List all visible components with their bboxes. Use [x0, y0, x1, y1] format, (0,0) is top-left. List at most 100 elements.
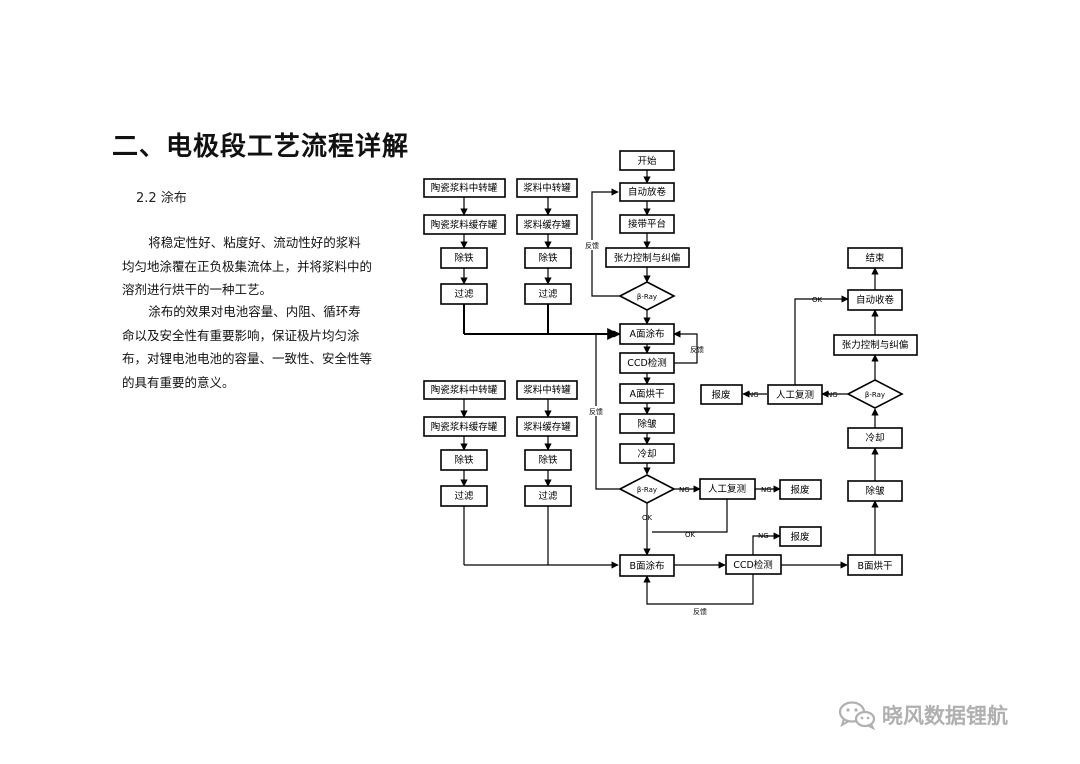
flow-label-iron-removal-1: 除铁: [454, 252, 474, 264]
description-paragraph-2: 涂布的效果对电池容量、内阻、循环寿命以及安全性有重要影响，保证极片均匀涂布，对锂…: [122, 304, 373, 390]
flow-label-end: 结束: [865, 252, 885, 264]
flow-node-start: 开始: [619, 150, 675, 171]
edge-label-ok-1: OK: [642, 514, 653, 522]
flow-label-beta-ray-2: β-Ray: [637, 486, 657, 494]
flow-label-ceramic-buffer-tank-1: 陶瓷浆料缓存罐: [431, 219, 498, 231]
section-subtitle: 2.2 涂布: [136, 191, 187, 206]
wechat-icon: [838, 701, 876, 730]
edge-label-feedback-3: 反馈: [589, 407, 603, 416]
flow-node-wrinkle-removal-2: 除皱: [847, 480, 903, 502]
flow-label-iron-removal-2: 除铁: [538, 252, 558, 264]
flow-node-filtering-3: 过滤: [440, 485, 488, 507]
flow-label-wrinkle-removal-1: 除皱: [637, 418, 657, 430]
flow-node-b-drying: B面烘干: [847, 554, 903, 576]
flow-node-wrinkle-removal-1: 除皱: [619, 413, 675, 434]
flow-label-slurry-transfer-tank-2: 浆料中转罐: [523, 384, 571, 396]
flow-node-scrap-2: 报废: [779, 526, 822, 547]
flow-node-splice-platform: 接带平台: [619, 214, 675, 234]
flow-node-a-coating: A面涂布: [619, 323, 675, 345]
flow-label-cooling-1: 冷却: [637, 448, 656, 460]
flow-node-ceramic-buffer-tank-1: 陶瓷浆料缓存罐: [423, 214, 506, 235]
flow-node-tension-control-2: 张力控制与纠偏: [833, 334, 918, 356]
flow-node-slurry-transfer-tank-2: 浆料中转罐: [516, 380, 578, 400]
flow-label-wrinkle-removal-2: 除皱: [865, 485, 885, 497]
flow-decision-beta-ray-2: β-Ray: [618, 474, 676, 504]
watermark-text: 晓风数据锂航: [882, 704, 1008, 728]
flow-node-tension-control: 张力控制与纠偏: [605, 247, 690, 268]
edge-label-ng-2: NG: [761, 486, 772, 494]
flow-label-beta-ray-3: β-Ray: [865, 391, 885, 399]
edge-label-ok-3: OK: [812, 296, 823, 304]
flow-node-iron-removal-3: 除铁: [440, 449, 488, 471]
flow-node-ccd-check-2: CCD检测: [725, 554, 782, 575]
flow-label-iron-removal-3: 除铁: [454, 454, 474, 466]
flow-node-manual-recheck-1: 人工复测: [699, 478, 756, 500]
flow-label-slurry-transfer-tank-1: 浆料中转罐: [523, 182, 571, 194]
edge-label-ng-3: NG: [758, 532, 769, 540]
flow-label-scrap-3: 报废: [711, 389, 731, 401]
flow-node-scrap-1: 报废: [779, 479, 822, 500]
flow-label-manual-recheck-1: 人工复测: [708, 483, 746, 495]
flow-decision-beta-ray-3: β-Ray: [846, 379, 904, 409]
flow-node-slurry-buffer-tank-1: 浆料缓存罐: [516, 214, 578, 235]
flow-node-auto-unwind: 自动放卷: [619, 182, 675, 202]
flow-label-filtering-1: 过滤: [454, 288, 474, 300]
flow-node-filtering-4: 过滤: [524, 485, 572, 507]
flow-label-a-drying: A面烘干: [630, 388, 665, 400]
flow-label-ceramic-transfer-tank-1: 陶瓷浆料中转罐: [431, 182, 498, 194]
flow-label-ceramic-buffer-tank-2: 陶瓷浆料缓存罐: [431, 421, 498, 433]
flow-label-filtering-4: 过滤: [538, 490, 558, 502]
edge-label-ng-4: NG: [827, 391, 838, 399]
flow-node-ceramic-transfer-tank-2: 陶瓷浆料中转罐: [423, 380, 506, 400]
flow-label-iron-removal-4: 除铁: [538, 454, 558, 466]
flow-label-scrap-2: 报废: [790, 531, 810, 543]
flow-label-slurry-buffer-tank-2: 浆料缓存罐: [523, 421, 571, 433]
flow-label-slurry-buffer-tank-1: 浆料缓存罐: [523, 219, 571, 231]
edge-label-ok-2: OK: [685, 531, 696, 539]
flow-label-cooling-2: 冷却: [865, 432, 884, 444]
flow-decision-beta-ray-1: β-Ray: [618, 281, 676, 311]
flow-node-slurry-buffer-tank-2: 浆料缓存罐: [516, 416, 578, 437]
flow-edge-labels: 反馈 反馈 反馈 反馈 NG NG NG NG NG OK OK OK: [582, 240, 838, 616]
flow-node-slurry-transfer-tank-1: 浆料中转罐: [516, 178, 578, 198]
flow-node-iron-removal-2: 除铁: [524, 247, 572, 269]
edge-label-ng-5: NG: [748, 391, 759, 399]
flow-node-auto-rewind: 自动收卷: [847, 289, 903, 311]
edge-label-feedback-1: 反馈: [585, 241, 599, 250]
flow-node-manual-recheck-2: 人工复测: [767, 384, 823, 405]
flow-label-tension-control-2: 张力控制与纠偏: [842, 339, 909, 351]
flow-node-ccd-check-1: CCD检测: [619, 352, 675, 374]
flow-label-ccd-check-2: CCD检测: [733, 559, 773, 571]
flow-node-ceramic-transfer-tank-1: 陶瓷浆料中转罐: [423, 178, 506, 198]
flow-node-end: 结束: [847, 247, 903, 269]
flow-node-a-drying: A面烘干: [619, 383, 675, 404]
flow-node-ceramic-buffer-tank-2: 陶瓷浆料缓存罐: [423, 416, 506, 437]
flow-label-ccd-check-1: CCD检测: [627, 357, 667, 369]
flow-label-b-drying: B面烘干: [857, 560, 892, 572]
watermark: 晓风数据锂航: [838, 700, 1008, 730]
flow-label-manual-recheck-2: 人工复测: [776, 389, 814, 401]
flow-label-auto-unwind: 自动放卷: [628, 186, 667, 198]
flow-label-beta-ray-1: β-Ray: [637, 293, 657, 301]
flow-label-filtering-3: 过滤: [454, 490, 474, 502]
flow-label-auto-rewind: 自动收卷: [856, 294, 895, 306]
flow-node-scrap-3: 报废: [700, 384, 743, 405]
flow-label-b-coating: B面涂布: [629, 560, 664, 572]
flow-node-b-coating: B面涂布: [619, 554, 675, 577]
flow-label-start: 开始: [637, 155, 657, 167]
flow-node-filtering-1: 过滤: [440, 283, 488, 305]
flow-label-ceramic-transfer-tank-2: 陶瓷浆料中转罐: [431, 384, 498, 396]
edge-label-feedback-2: 反馈: [690, 345, 704, 354]
flow-label-tension-control: 张力控制与纠偏: [614, 252, 681, 264]
flow-node-cooling-2: 冷却: [847, 427, 903, 449]
flow-label-filtering-2: 过滤: [538, 288, 558, 300]
edge-label-ng-1: NG: [679, 486, 690, 494]
flow-label-a-coating: A面涂布: [630, 328, 665, 340]
flow-node-filtering-2: 过滤: [524, 283, 572, 305]
page-title: 二、电极段工艺流程详解: [112, 132, 410, 162]
flow-node-iron-removal-4: 除铁: [524, 449, 572, 471]
edge-label-feedback-4: 反馈: [693, 607, 707, 616]
flow-node-iron-removal-1: 除铁: [440, 247, 488, 269]
flow-node-cooling-1: 冷却: [619, 443, 675, 464]
